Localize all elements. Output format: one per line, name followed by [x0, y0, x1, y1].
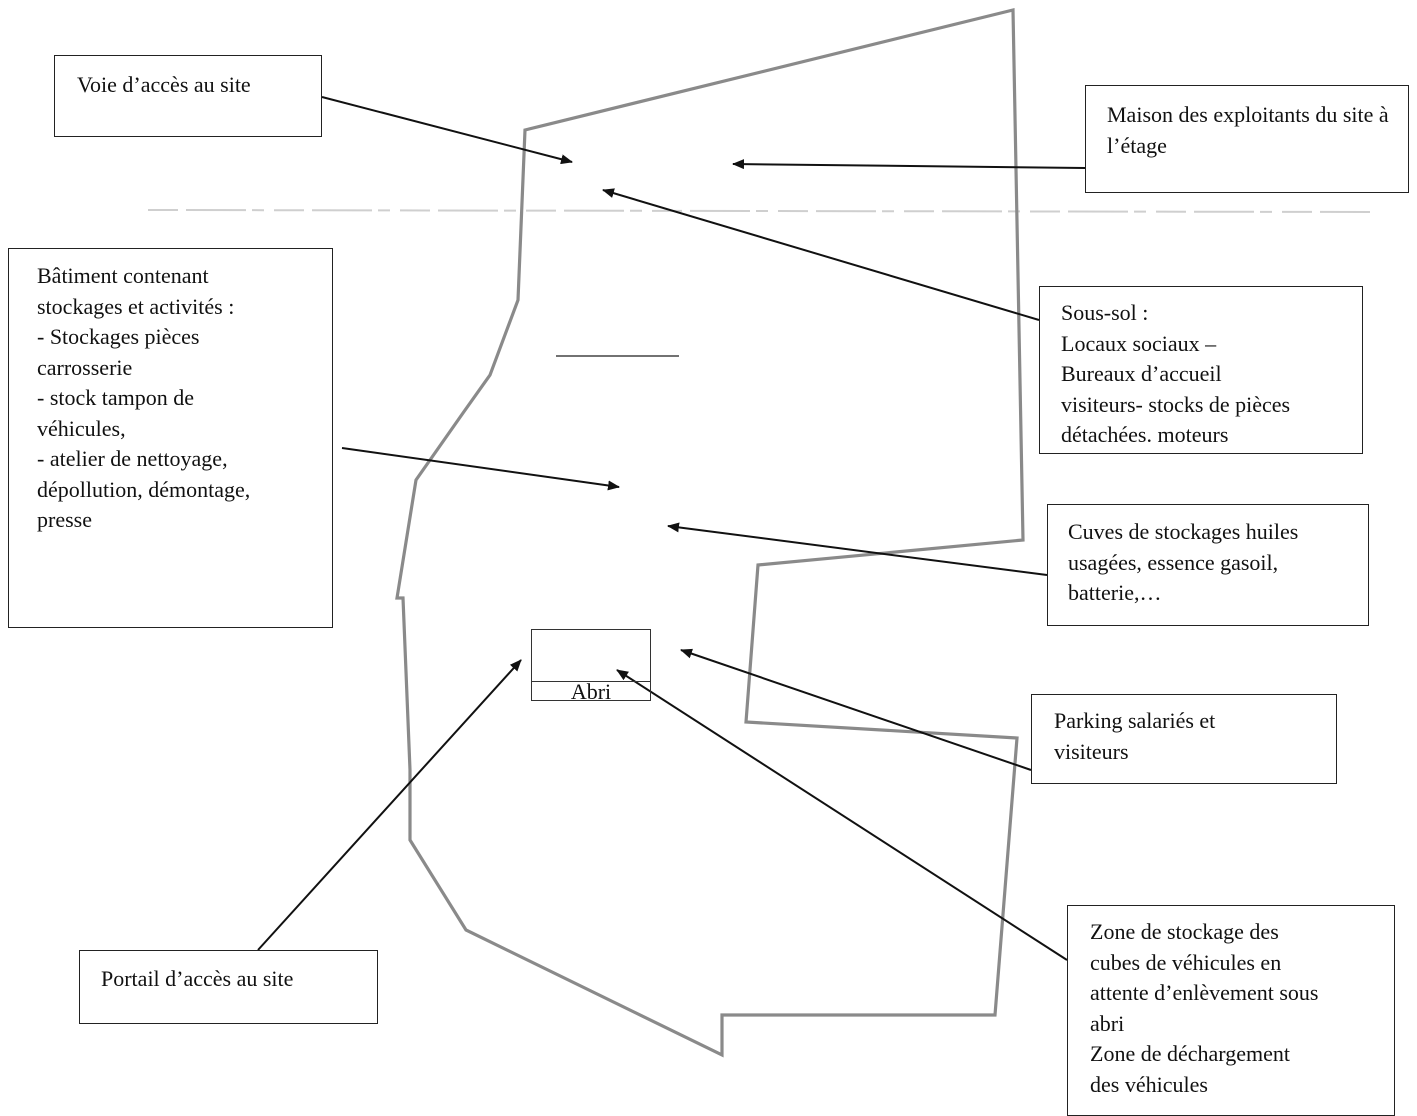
arrow-maison [732, 159, 1086, 170]
arrow-portail [257, 659, 522, 951]
label-box-sous-sol: Sous-sol : Locaux sociaux – Bureaux d’ac… [1039, 286, 1363, 454]
label-box-voie-acces: Voie d’accès au site [54, 55, 322, 137]
label-maison: Maison des exploitants du site à l’étage [1107, 102, 1389, 158]
arrow-parking [680, 648, 1032, 771]
arrow-sous-sol [602, 188, 1040, 321]
label-box-maison: Maison des exploitants du site à l’étage [1085, 85, 1409, 193]
abri-shelter [531, 629, 651, 701]
abri-label: Abri [570, 679, 612, 704]
label-box-cuves: Cuves de stockages huiles usagées, essen… [1047, 504, 1369, 626]
label-voie-acces: Voie d’accès au site [77, 72, 251, 97]
label-box-batiment: Bâtiment contenant stockages et activité… [8, 248, 333, 628]
label-box-zone-stockage: Zone de stockage des cubes de véhicules … [1067, 905, 1395, 1116]
label-box-portail: Portail d’accès au site [79, 950, 378, 1024]
label-batiment: Bâtiment contenant stockages et activité… [37, 263, 251, 532]
abri-divider-line [531, 681, 651, 682]
label-cuves: Cuves de stockages huiles usagées, essen… [1068, 519, 1299, 605]
label-box-parking: Parking salariés et visiteurs [1031, 694, 1337, 784]
label-zone-stockage: Zone de stockage des cubes de véhicules … [1090, 919, 1319, 1097]
site-boundary [395, 7, 1025, 1058]
arrow-voie-acces [321, 96, 573, 165]
label-parking: Parking salariés et visiteurs [1054, 708, 1216, 764]
arrow-batiment [341, 447, 620, 491]
arrow-zone-stockage [616, 669, 1068, 961]
faint-scan-line [147, 209, 1371, 213]
label-portail: Portail d’accès au site [101, 966, 294, 991]
label-sous-sol: Sous-sol : Locaux sociaux – Bureaux d’ac… [1061, 300, 1291, 447]
arrow-cuves [667, 522, 1048, 576]
